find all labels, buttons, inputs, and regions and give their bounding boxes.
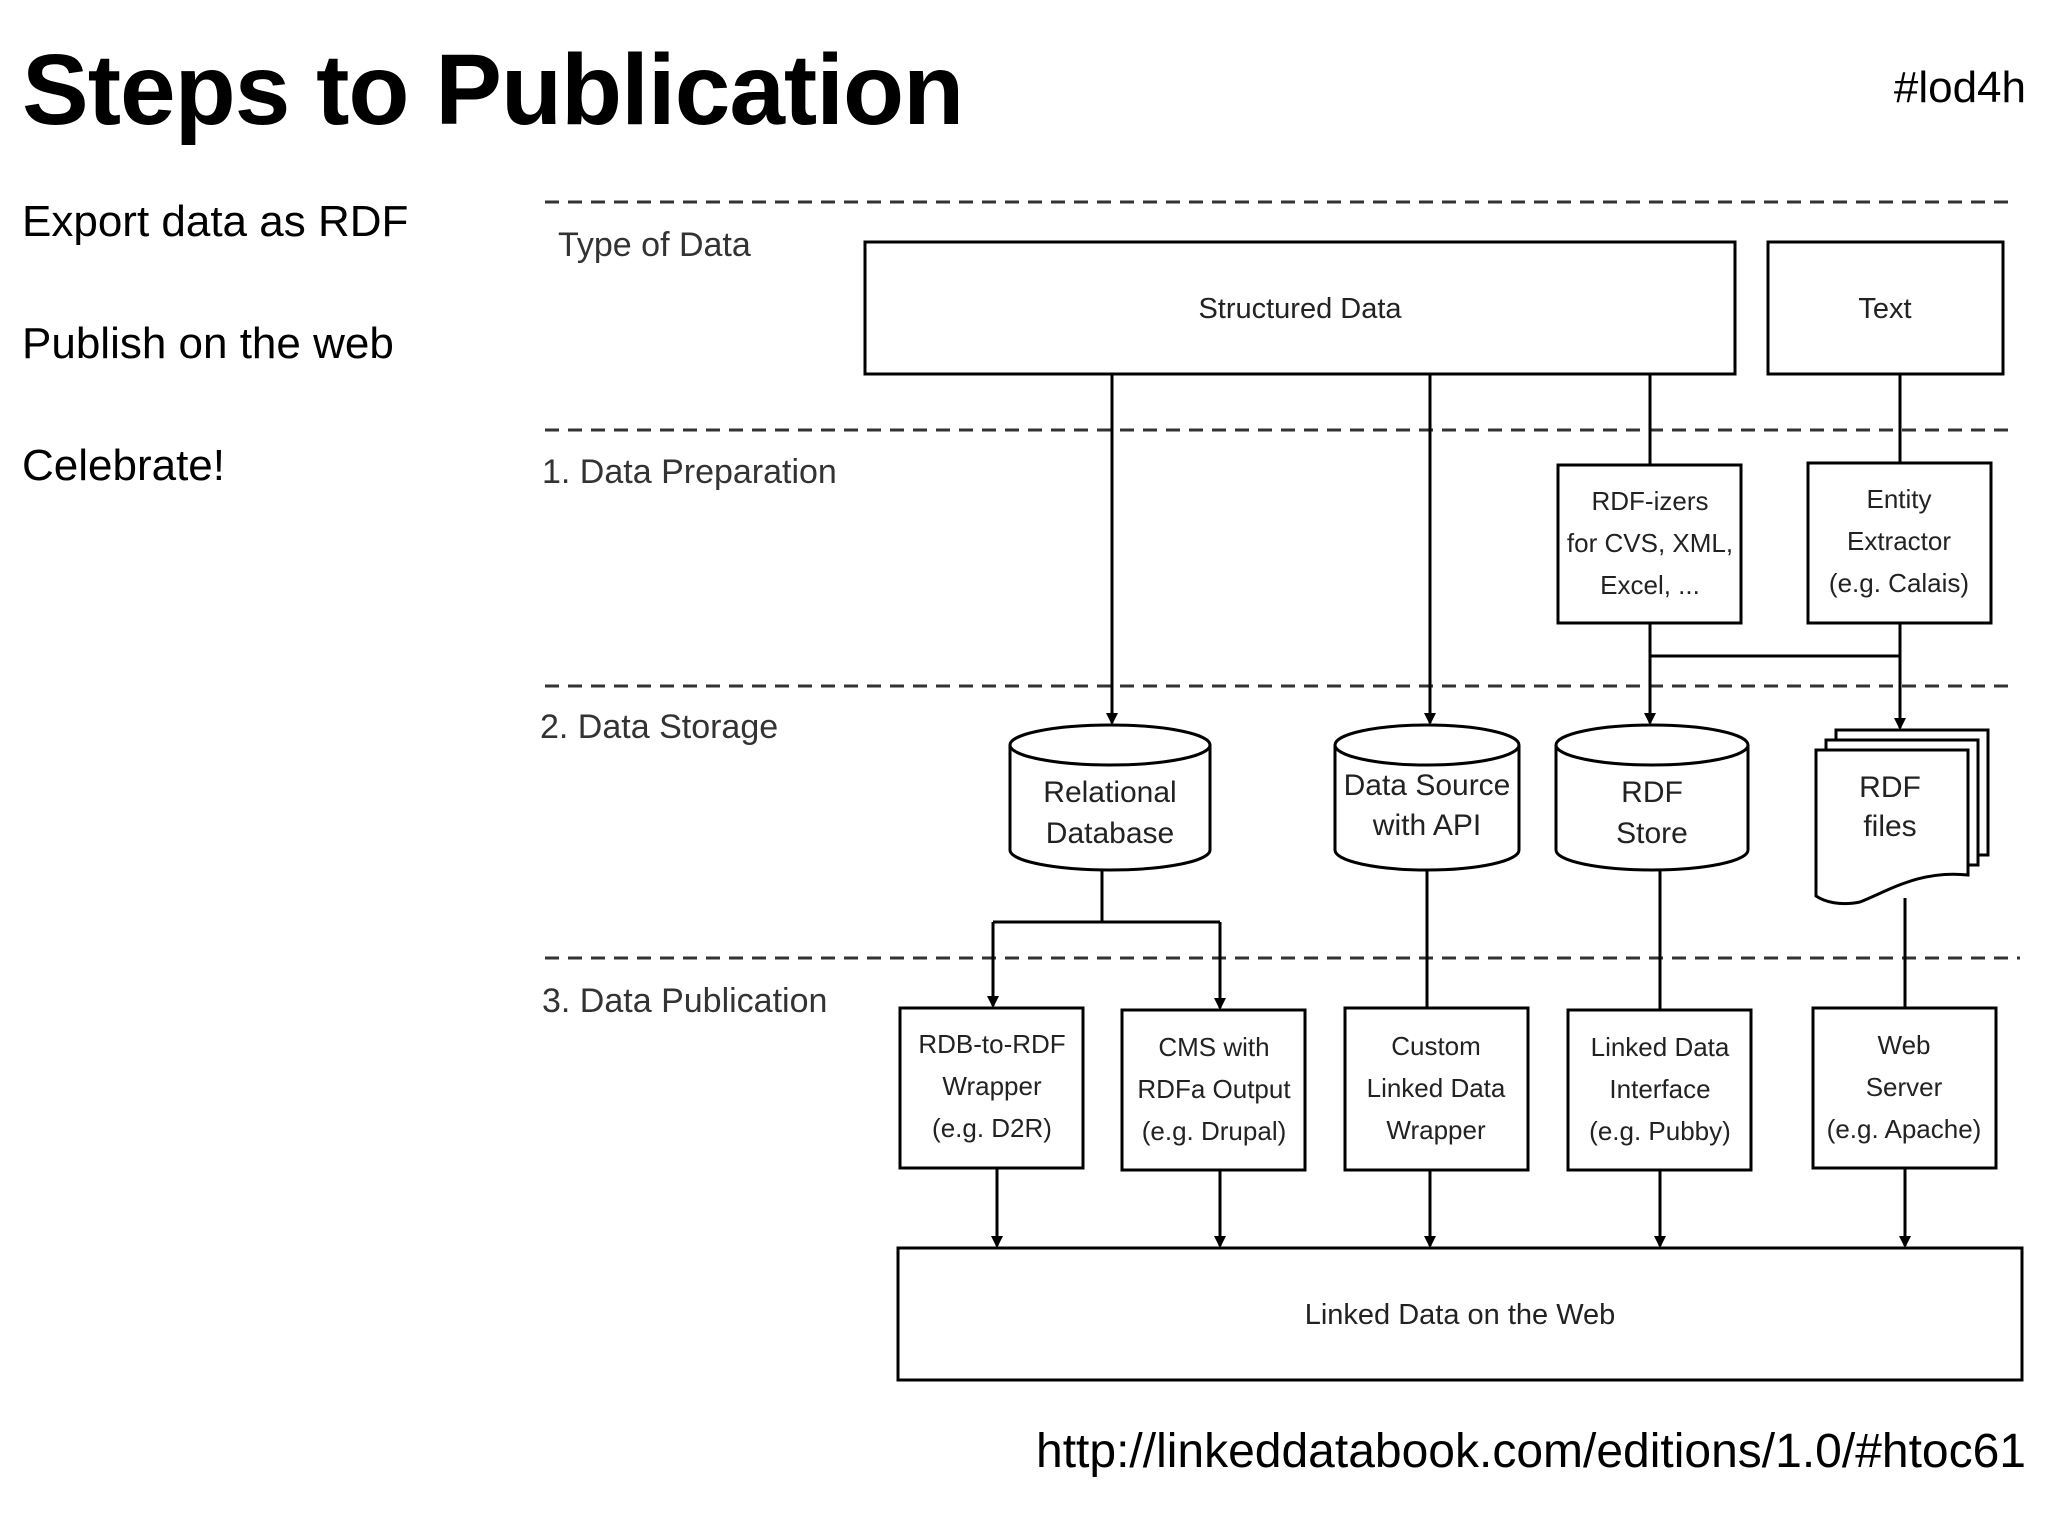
rdf-store-line-1: RDF xyxy=(1621,776,1683,809)
rdfizers-line-1: RDF-izers xyxy=(1592,486,1709,516)
rdb-to-rdf-line-2: Wrapper xyxy=(942,1071,1042,1101)
rdf-files-document-stack xyxy=(1814,728,1990,906)
web-server-box xyxy=(1811,1006,1998,1170)
ld-interface-box xyxy=(1566,1008,1753,1172)
relational-db-line-1: Relational xyxy=(1043,776,1176,809)
linked-data-web-box xyxy=(896,1246,2024,1382)
rdfizers-line-3: Excel, ... xyxy=(1600,570,1700,600)
text-source-label: Text xyxy=(1858,293,1911,325)
api-source-line-2: with API xyxy=(1372,809,1481,842)
entity-extractor-line-1: Entity xyxy=(1866,484,1931,514)
web-server-line-3: (e.g. Apache) xyxy=(1827,1114,1982,1144)
rdfizers-line-2: for CVS, XML, xyxy=(1567,528,1733,558)
rdf-files-line-1: RDF xyxy=(1859,771,1921,804)
custom-wrapper-box xyxy=(1343,1006,1530,1172)
ld-interface-line-1: Linked Data xyxy=(1591,1032,1730,1062)
relational-db-cylinder xyxy=(1008,723,1212,872)
cms-line-3: (e.g. Drupal) xyxy=(1142,1116,1287,1146)
web-server-line-1: Web xyxy=(1878,1030,1931,1060)
api-source-line-1: Data Source xyxy=(1344,769,1511,802)
custom-wrapper-line-1: Custom xyxy=(1391,1031,1481,1061)
page-title: Steps to Publication xyxy=(22,34,964,146)
rdf-store-line-2: Store xyxy=(1616,817,1688,850)
hashtag-label: #lod4h xyxy=(1893,63,2026,112)
custom-wrapper-line-3: Wrapper xyxy=(1386,1115,1486,1145)
rdf-files-line-2: files xyxy=(1863,810,1916,843)
source-url-link[interactable]: http://linkeddatabook.com/editions/1.0/#… xyxy=(1036,1425,2026,1478)
stage-label-preparation: 1. Data Preparation xyxy=(542,453,837,491)
structured-data-label: Structured Data xyxy=(1198,293,1402,325)
publication-flow-diagram: Type of Data 1. Data Preparation 2. Data… xyxy=(540,200,2024,1382)
structured-data-box xyxy=(863,240,1737,376)
rdfizers-box xyxy=(1556,463,1743,625)
bullet-list: Export data as RDF Publish on the web Ce… xyxy=(22,196,408,562)
ld-interface-line-3: (e.g. Pubby) xyxy=(1589,1116,1731,1146)
bullet-item-export: Export data as RDF xyxy=(22,197,409,246)
api-source-cylinder xyxy=(1333,723,1521,872)
stage-label-storage: 2. Data Storage xyxy=(540,708,778,746)
stage-label-type: Type of Data xyxy=(558,226,751,264)
cms-line-2: RDFa Output xyxy=(1137,1074,1291,1104)
rdb-to-rdf-line-1: RDB-to-RDF xyxy=(918,1029,1065,1059)
entity-extractor-line-3: (e.g. Calais) xyxy=(1829,568,1969,598)
stage-label-publication: 3. Data Publication xyxy=(542,982,827,1020)
custom-wrapper-line-2: Linked Data xyxy=(1367,1073,1506,1103)
relational-db-line-2: Database xyxy=(1046,817,1174,850)
entity-extractor-box xyxy=(1806,461,1993,625)
bullet-item-celebrate: Celebrate! xyxy=(22,441,226,490)
rdb-to-rdf-line-3: (e.g. D2R) xyxy=(932,1113,1052,1143)
rdf-store-cylinder xyxy=(1554,723,1750,872)
entity-extractor-line-2: Extractor xyxy=(1847,526,1951,556)
text-box xyxy=(1766,240,2005,376)
ld-interface-line-2: Interface xyxy=(1609,1074,1710,1104)
linked-data-web-label: Linked Data on the Web xyxy=(1305,1299,1616,1331)
cms-box xyxy=(1120,1008,1307,1172)
rdb-to-rdf-box xyxy=(898,1006,1085,1170)
web-server-line-2: Server xyxy=(1866,1072,1943,1102)
cms-line-1: CMS with xyxy=(1158,1032,1269,1062)
bullet-item-publish: Publish on the web xyxy=(22,319,394,368)
